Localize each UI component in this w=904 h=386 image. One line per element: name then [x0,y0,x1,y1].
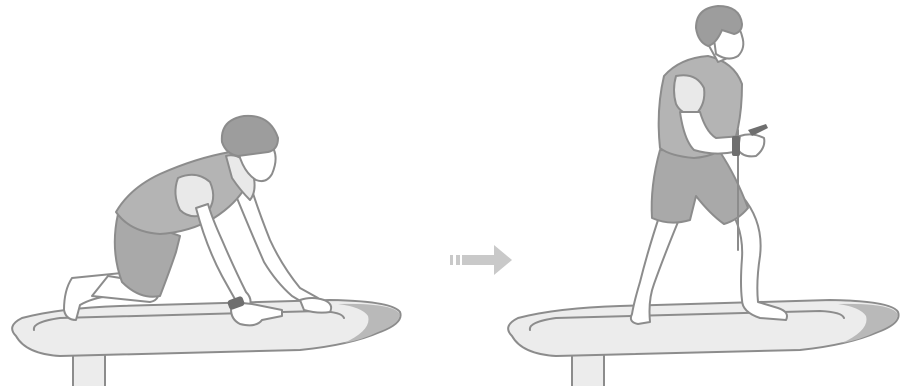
right-arrow-icon [450,245,512,275]
board-right [508,300,898,386]
rider-2-hand [738,134,764,156]
rider-1-helmet [222,116,278,156]
rider-1-back-hand [300,298,331,313]
rider-2-sleeve [674,75,704,114]
rider-2-shorts [652,150,748,224]
board-right-deck [508,300,898,356]
step-2-standing [508,6,898,386]
rider-2-remote [748,124,768,136]
step-1-kneeling [12,116,400,386]
rider-2-leash-band [732,136,740,156]
rider-1-front-arm [196,204,251,310]
